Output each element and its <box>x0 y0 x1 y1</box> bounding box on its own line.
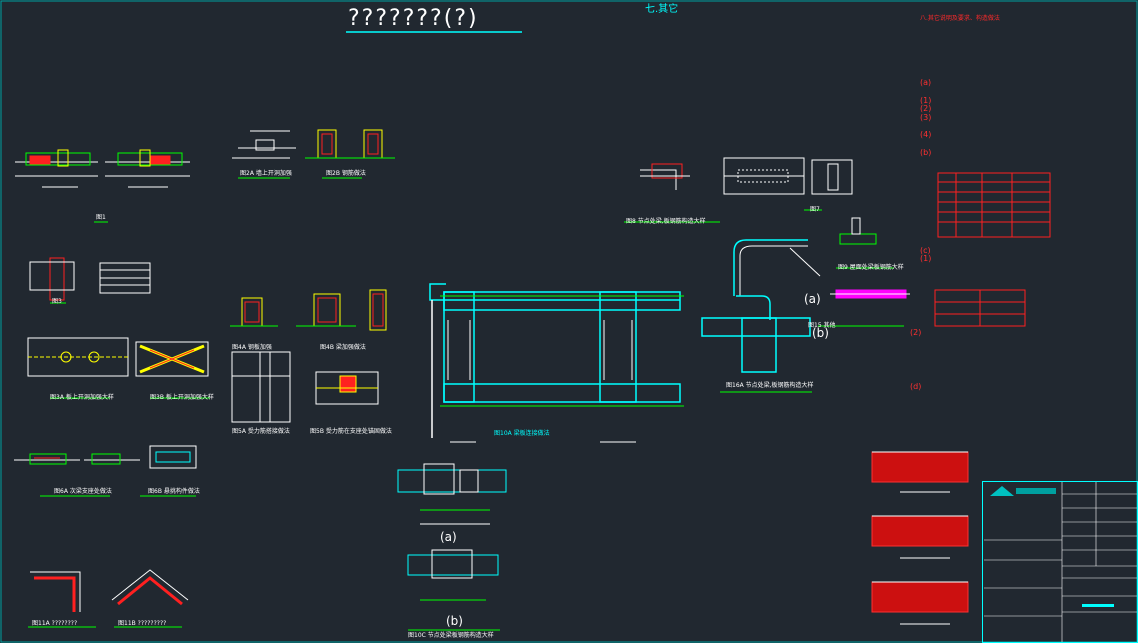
caption-d3b: 图3B 板上开洞加强大样 <box>150 394 214 401</box>
note-item: (3) <box>920 113 932 122</box>
note-item: (d) <box>910 382 922 391</box>
caption-d1: 图1 <box>96 214 106 221</box>
note-item: (b) <box>920 148 932 157</box>
note-item: (1) <box>920 96 932 105</box>
note-item: (a) <box>920 78 932 87</box>
caption-d7: 图7 <box>810 206 820 213</box>
beam-joint-a <box>397 463 507 525</box>
company-logo-text <box>1016 488 1056 494</box>
sheet-title: ???????(?) <box>348 6 479 31</box>
company-logo-mark <box>990 486 1014 496</box>
caption-d6a: 图6A 次梁支座处做法 <box>54 488 112 495</box>
section-header: 七.其它 <box>645 4 679 15</box>
note-item: (c) <box>920 246 931 255</box>
caption-d10c: 图10C 节点处梁板钢筋构造大样 <box>408 632 494 639</box>
detail-1 <box>15 149 190 223</box>
note-item: (2) <box>920 104 932 113</box>
title-block-lines <box>984 482 1137 642</box>
caption-d15: 图15 其他 <box>808 322 836 329</box>
caption-d2a: 图2A 墙上开洞加强 <box>240 170 292 177</box>
notes-header: 八.其它说明及要求、构造做法 <box>920 15 1000 22</box>
frame-detail <box>429 283 684 443</box>
detail-9 <box>818 217 910 327</box>
beam-joint-b <box>407 549 500 631</box>
detail-joint-right <box>701 239 821 393</box>
detail-3 <box>29 257 151 304</box>
caption-d10a: 图10A 梁板连接做法 <box>494 430 550 437</box>
label-a-bottom: (a) <box>440 530 457 544</box>
label-b-bottom: (b) <box>446 614 463 628</box>
caption-d2b: 图2B 钢筋做法 <box>326 170 366 177</box>
caption-d8: 图8 节点处梁,板钢筋构造大样 <box>626 218 706 225</box>
caption-d3a: 图3A 板上开洞加强大样 <box>50 394 114 401</box>
red-table-1 <box>937 172 1051 238</box>
caption-d11b: 图11B ????????? <box>118 620 167 627</box>
title-block <box>982 481 1138 643</box>
red-table-2 <box>934 289 1026 327</box>
wall-sections <box>871 451 969 625</box>
caption-d4b: 图4B 梁加强做法 <box>320 344 366 351</box>
note-item: (4) <box>920 130 932 139</box>
detail-4 <box>230 289 387 423</box>
caption-d6b: 图6B 悬挑构件做法 <box>148 488 200 495</box>
caption-d4a: 图4A 钢板加强 <box>232 344 272 351</box>
label-a-right: (a) <box>804 292 821 306</box>
caption-d5b: 图5B 受力筋在支座处锚固做法 <box>310 428 392 435</box>
caption-d9: 图9 屋面处梁板钢筋大样 <box>838 264 904 271</box>
note-item: (2) <box>910 328 922 337</box>
caption-d16: 图16A 节点处梁,板钢筋构造大样 <box>726 382 814 389</box>
detail-8 <box>624 157 853 223</box>
caption-d11a: 图11A ???????? <box>32 620 78 627</box>
caption-d3: 图3 <box>52 298 62 305</box>
caption-d5a: 图5A 受力筋搭接做法 <box>232 428 290 435</box>
detail-5 <box>14 445 197 497</box>
detail-11 <box>28 569 189 628</box>
note-item: (1) <box>920 254 932 263</box>
label-b-right: (b) <box>812 326 829 340</box>
detail-2 <box>232 129 395 179</box>
title-block-bar <box>1082 604 1114 607</box>
detail-3a <box>27 337 210 399</box>
